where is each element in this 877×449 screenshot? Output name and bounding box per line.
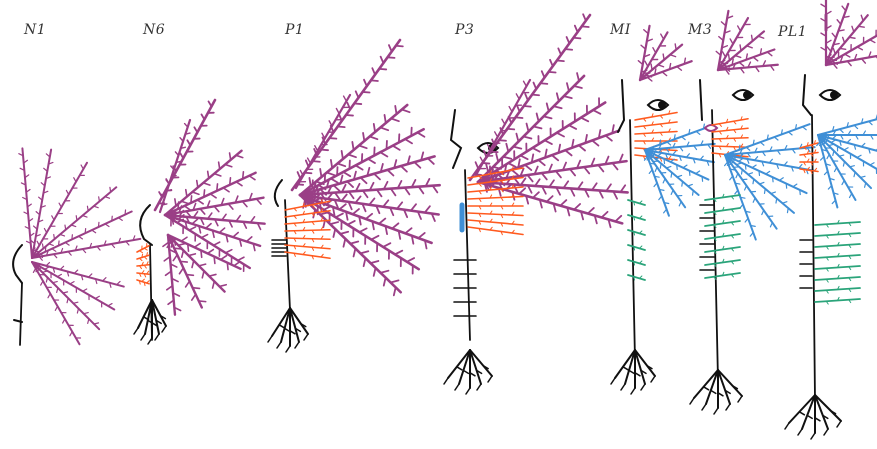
- stage-n6-larva: [134, 100, 265, 344]
- stage-p1-larva: [268, 40, 440, 352]
- stage-p3-larva: [444, 14, 628, 394]
- stage-pl1-larva: [785, 0, 877, 439]
- stage-m3-larva: [690, 11, 815, 414]
- stage-n1-larva: [13, 148, 140, 345]
